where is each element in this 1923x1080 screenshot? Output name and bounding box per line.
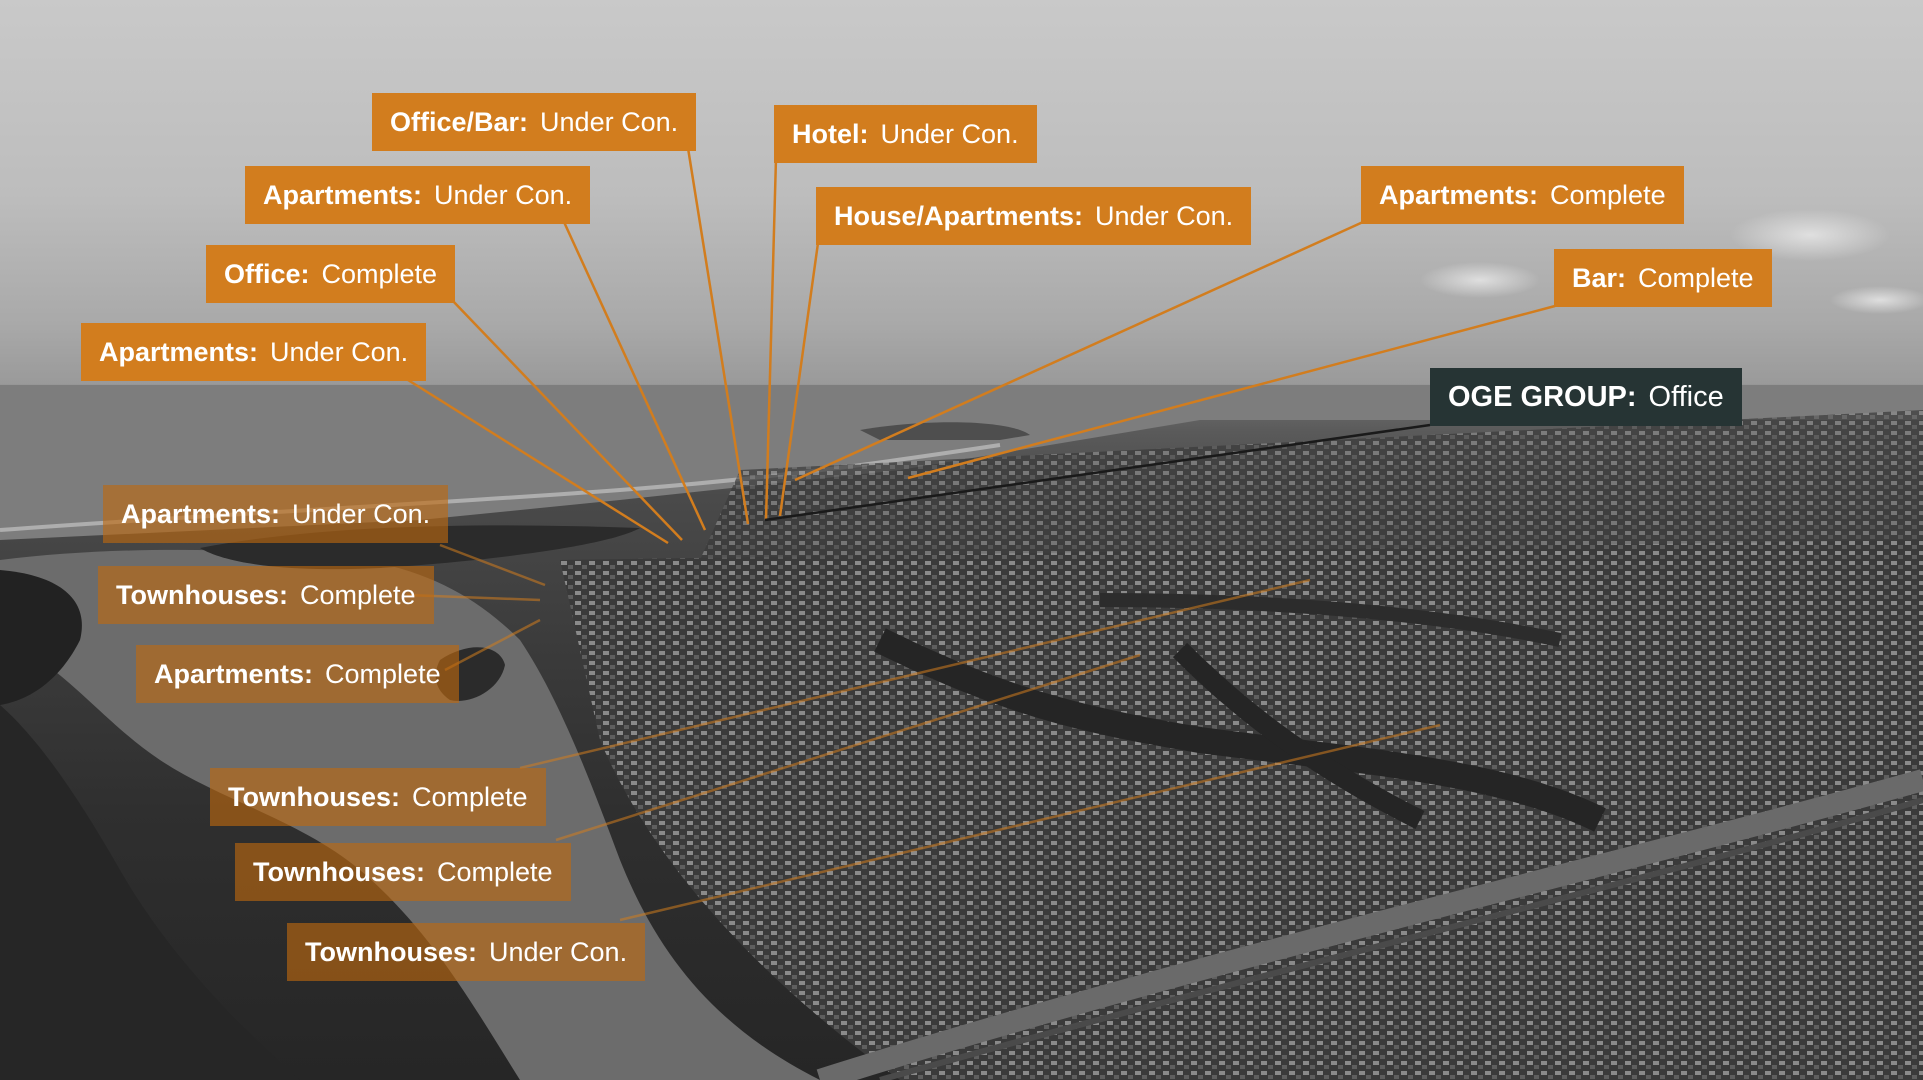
label-status: Under Con. [292, 498, 431, 529]
label-type: Bar: [1572, 262, 1627, 293]
label-type: Townhouses: [228, 781, 400, 812]
label-status: Under Con. [1095, 200, 1234, 231]
leader-townhouses-3 [555, 653, 1141, 842]
label-type: Apartments: [99, 336, 259, 367]
label-type: House/Apartments: [834, 200, 1084, 231]
label-type: Apartments: [1379, 179, 1539, 210]
label-apartments-2: Apartments: Under Con. [81, 323, 427, 381]
label-status: Complete [1638, 262, 1754, 293]
leader-hotel [764, 157, 778, 521]
label-status: Under Con. [270, 336, 409, 367]
label-house-apartments: House/Apartments: Under Con. [816, 187, 1252, 245]
label-type: Apartments: [154, 658, 314, 689]
label-office-bar: Office/Bar: Under Con. [372, 93, 697, 151]
label-type: Hotel: [792, 118, 869, 149]
label-status: Complete [300, 579, 416, 610]
label-hotel: Hotel: Under Con. [774, 105, 1037, 163]
label-status: Under Con. [434, 179, 573, 210]
label-type: Apartments: [121, 498, 281, 529]
leader-apartments-3 [439, 543, 546, 587]
leader-apartments-complete-right [794, 220, 1364, 482]
label-oge-group: OGE GROUP: Office [1430, 368, 1742, 426]
label-townhouses-1: Townhouses: Complete [98, 566, 434, 624]
label-status: Complete [412, 781, 528, 812]
label-type: Office: [224, 258, 310, 289]
leader-bar [907, 304, 1556, 480]
label-apartments-1: Apartments: Under Con. [245, 166, 591, 224]
label-townhouses-3: Townhouses: Complete [235, 843, 571, 901]
label-bar: Bar: Complete [1554, 249, 1772, 307]
label-status: Complete [325, 658, 441, 689]
leader-apartments-4 [444, 618, 541, 672]
label-status: Office [1648, 380, 1724, 413]
label-status: Complete [437, 856, 553, 887]
leader-office [451, 299, 683, 541]
label-type: Apartments: [263, 179, 423, 210]
leader-apartments-2 [407, 378, 669, 545]
leader-office-bar [686, 147, 750, 525]
label-status: Under Con. [880, 118, 1019, 149]
leader-townhouses-4 [619, 723, 1441, 922]
label-townhouses-4: Townhouses: Under Con. [287, 923, 646, 981]
label-type: Townhouses: [116, 579, 288, 610]
label-townhouses-2: Townhouses: Complete [210, 768, 546, 826]
label-apartments-3: Apartments: Under Con. [103, 485, 449, 543]
leader-apartments-1 [562, 221, 707, 531]
label-type: Townhouses: [253, 856, 425, 887]
label-apartments-complete-right: Apartments: Complete [1361, 166, 1684, 224]
label-office: Office: Complete [206, 245, 456, 303]
label-status: Under Con. [489, 936, 628, 967]
leader-townhouses-2 [519, 578, 1311, 770]
label-apartments-4: Apartments: Complete [136, 645, 459, 703]
label-company: OGE GROUP: [1448, 380, 1637, 413]
leader-house-apartments [778, 242, 820, 517]
label-type: Townhouses: [305, 936, 477, 967]
label-status: Under Con. [540, 106, 679, 137]
leader-oge-group [764, 423, 1431, 522]
label-status: Complete [1550, 179, 1666, 210]
label-status: Complete [321, 258, 438, 289]
label-type: Office/Bar: [390, 106, 529, 137]
